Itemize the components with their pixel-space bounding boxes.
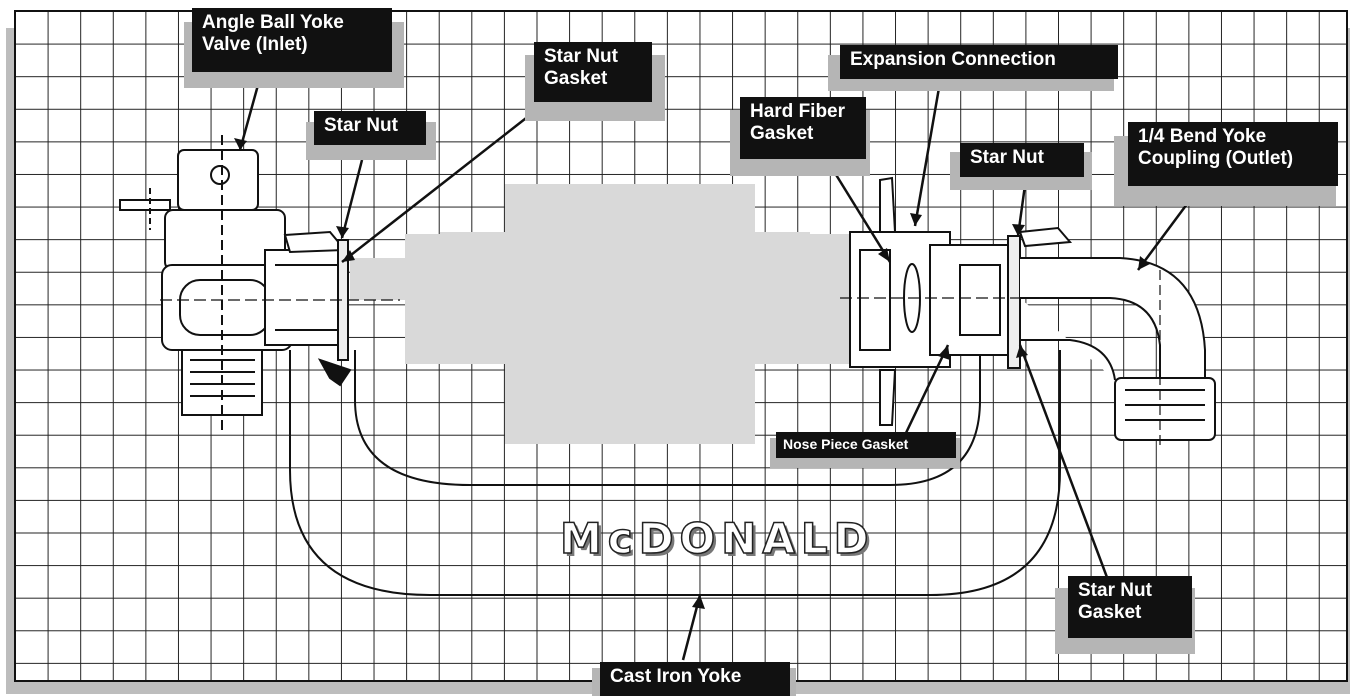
meter-body xyxy=(350,184,850,444)
leader-lines xyxy=(238,81,1192,661)
leader-hard-fiber xyxy=(828,164,892,263)
cast-iron-yoke xyxy=(289,350,1061,596)
leader-arrowheads xyxy=(234,138,1150,609)
leader-expansion xyxy=(913,81,942,227)
inlet-star-nut xyxy=(283,230,348,254)
leader-angle-valve xyxy=(238,84,260,151)
leader-star-nut-gasket-outlet xyxy=(1018,344,1110,581)
angle-ball-valve xyxy=(119,135,293,430)
mcdonald-brand-mark: McDONALD xyxy=(559,513,875,564)
meter-inlet-stub xyxy=(350,258,410,300)
outlet-star-nut xyxy=(1018,226,1073,248)
leader-bend-coupling xyxy=(1136,199,1192,271)
leader-star-nut-inlet xyxy=(340,159,364,239)
leader-nose-piece xyxy=(903,344,950,436)
inlet-coupling xyxy=(160,230,400,387)
expansion-connection xyxy=(840,176,1216,450)
leader-star-nut-gasket-inlet xyxy=(341,114,531,263)
